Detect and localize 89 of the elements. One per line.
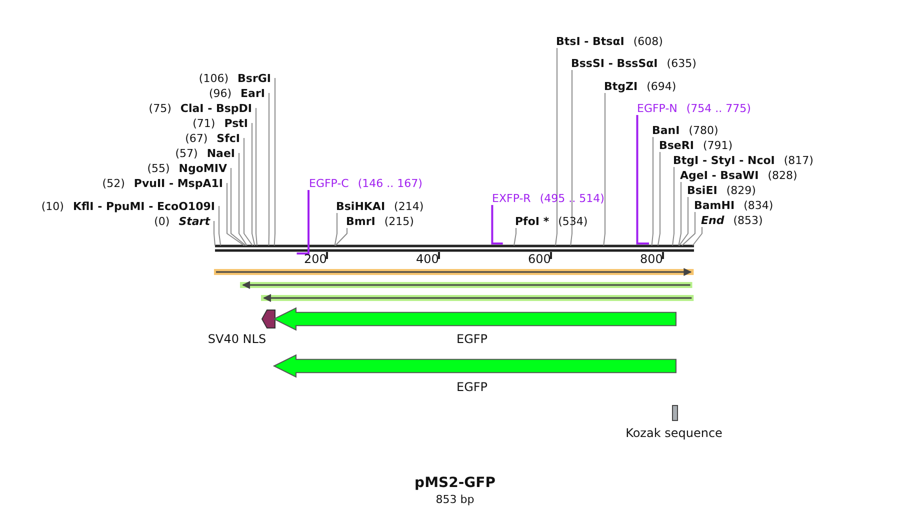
leader-line: [268, 92, 270, 246]
enzyme-name: NgoMIV: [178, 162, 227, 175]
site-position: (817): [784, 154, 814, 167]
ruler-tick-label: 200: [304, 253, 327, 266]
leader-line: [214, 220, 216, 246]
primer-bracket: [296, 190, 310, 254]
leader-line: [678, 196, 688, 246]
feature-label: EGFP: [456, 381, 488, 394]
enzyme-name: BtsI - BtsαI: [556, 35, 624, 48]
leader-line: [554, 48, 558, 246]
enzyme-name: NaeI: [206, 147, 235, 160]
enzyme-name: EarI: [240, 87, 265, 100]
site-position: (106): [198, 72, 229, 85]
enzyme-name: BmrI: [346, 215, 376, 228]
site-position: (71): [192, 117, 216, 130]
enzyme-name: AgeI - BsaWI: [680, 169, 759, 182]
leader-line: [651, 136, 654, 246]
leader-line: [570, 70, 572, 246]
site-position: (215): [384, 215, 414, 228]
leader-line: [226, 182, 245, 246]
enzyme-name: PvuII - MspA1I: [134, 177, 223, 190]
leader-line: [238, 152, 248, 246]
leader-line: [334, 212, 338, 246]
primer-bracket: [491, 205, 503, 244]
end-marker: Start: [178, 215, 210, 228]
sequence-backbone: [215, 244, 694, 252]
enzyme-name: BsiEI: [687, 184, 718, 197]
site-position: (791): [702, 139, 733, 152]
enzyme-name: BseRI: [659, 139, 694, 152]
enzyme-name: PfoI *: [515, 215, 550, 228]
sequence-length: 853 bp: [436, 493, 474, 506]
enzyme-name: SfcI: [216, 132, 240, 145]
leader-line: [603, 92, 606, 246]
site-position: (52): [102, 177, 125, 190]
site-position: (853): [733, 214, 763, 227]
feature-label: SV40 NLS: [208, 333, 266, 346]
leader-line: [514, 228, 516, 246]
leader-line: [682, 212, 696, 246]
site-position: (608): [633, 35, 663, 48]
primer-bracket: [636, 115, 649, 244]
site-position: (694): [646, 80, 676, 93]
site-position: (75): [148, 102, 172, 115]
leader-line: [256, 108, 258, 246]
enzyme-name: BtgI - StyI - NcoI: [673, 154, 775, 167]
site-position: (67): [185, 132, 208, 145]
site-position: (534): [558, 215, 588, 228]
enzyme-name: BanI: [652, 124, 680, 137]
enzyme-name: PstI: [224, 117, 248, 130]
leader-line: [334, 228, 348, 246]
leader-line: [244, 138, 254, 246]
leader-line: [692, 226, 702, 246]
primer-range: (754 .. 775): [686, 102, 751, 115]
feature-label: EGFP: [456, 333, 488, 346]
primer-name: EXFP-R: [492, 192, 531, 205]
enzyme-name: BssSI - BssSαI: [571, 57, 658, 70]
site-position: (780): [688, 124, 718, 137]
site-position: (10): [41, 200, 64, 213]
feature-label: Kozak sequence: [626, 427, 722, 440]
enzyme-name: BtgZI: [604, 80, 638, 93]
leader-line: [218, 206, 222, 246]
site-position: (834): [744, 199, 774, 212]
site-position: (0): [154, 215, 170, 228]
site-position: (55): [147, 162, 170, 175]
ruler-tick-label: 800: [640, 253, 663, 266]
enzyme-name: BamHI: [694, 199, 735, 212]
leader-line: [230, 168, 246, 246]
primer-name: EGFP-N: [637, 102, 678, 115]
map-title: pMS2-GFP: [414, 477, 496, 490]
enzyme-name: ClaI - BspDI: [180, 102, 252, 115]
leader-line: [274, 78, 276, 246]
enzyme-name: BsiHKAI: [336, 200, 386, 213]
ruler-tick-label: 600: [528, 253, 551, 266]
site-position: (828): [768, 169, 798, 182]
enzyme-name: BsrGI: [238, 72, 271, 85]
primer-range: (495 .. 514): [540, 192, 604, 205]
site-position: (57): [175, 147, 198, 160]
site-position: (214): [394, 200, 424, 213]
site-position: (96): [208, 87, 232, 100]
leader-line: [252, 122, 256, 246]
primer-name: EGFP-C: [309, 177, 349, 190]
leader-line: [678, 182, 682, 246]
site-position: (635): [666, 57, 696, 70]
primer-range: (146 .. 167): [358, 177, 422, 190]
enzyme-name: KflI - PpuMI - EcoO109I: [72, 200, 215, 213]
ruler-tick-label: 400: [416, 253, 439, 266]
end-marker: End: [701, 214, 724, 227]
site-position: (829): [726, 184, 756, 197]
leader-line: [657, 152, 660, 246]
leader-line: [672, 166, 674, 246]
